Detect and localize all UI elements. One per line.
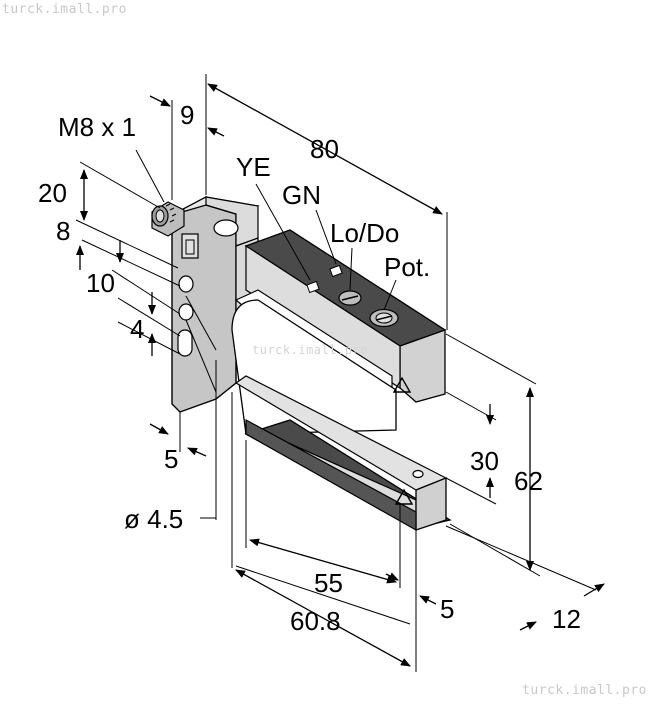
led-gn xyxy=(329,264,343,278)
led-ye xyxy=(306,280,320,294)
label-lodo: Lo/Do xyxy=(330,218,399,248)
watermark-middle: turck.imall.pro xyxy=(252,343,368,357)
label-thread: M8 x 1 xyxy=(58,112,136,142)
label-ye: YE xyxy=(236,152,271,182)
m8-connector xyxy=(151,201,185,237)
label-d80: 80 xyxy=(310,134,339,164)
label-d30: 30 xyxy=(470,446,499,476)
label-d12: 12 xyxy=(552,604,581,634)
front-face-details xyxy=(171,233,199,404)
mount-hole-1 xyxy=(178,275,194,293)
label-d62: 62 xyxy=(514,466,543,496)
label-pot: Pot. xyxy=(384,252,430,282)
label-d5-bottom: 5 xyxy=(440,594,454,624)
dimension-lines xyxy=(75,74,605,672)
label-d4: 4 xyxy=(130,314,144,344)
upper-arm-inner xyxy=(245,244,401,390)
label-d10: 10 xyxy=(86,268,115,298)
label-d8: 8 xyxy=(56,216,70,246)
label-d55: 55 xyxy=(314,568,343,598)
dimension-labels: M8 x 1 9 80 YE GN Lo/Do Pot. 20 8 10 4 5… xyxy=(38,100,581,636)
emitter-triangle-icon xyxy=(392,376,412,393)
label-d60-8: 60.8 xyxy=(290,606,341,636)
watermark-top: turck.imall.pro xyxy=(2,2,127,17)
sensor-body xyxy=(171,195,452,532)
label-d20: 20 xyxy=(38,178,67,208)
receiver-triangle-icon xyxy=(394,488,414,505)
mount-hole-2 xyxy=(178,303,194,321)
label-d9: 9 xyxy=(180,100,194,130)
top-mounting-hole xyxy=(213,219,239,237)
controls xyxy=(306,264,399,328)
label-hole: ø 4.5 xyxy=(124,504,183,534)
lower-arm-hole xyxy=(412,469,424,479)
label-gn: GN xyxy=(282,180,321,210)
watermark-bottom: turck.imall.pro xyxy=(522,683,647,698)
label-d5-left: 5 xyxy=(164,444,178,474)
mount-slot xyxy=(177,329,193,357)
